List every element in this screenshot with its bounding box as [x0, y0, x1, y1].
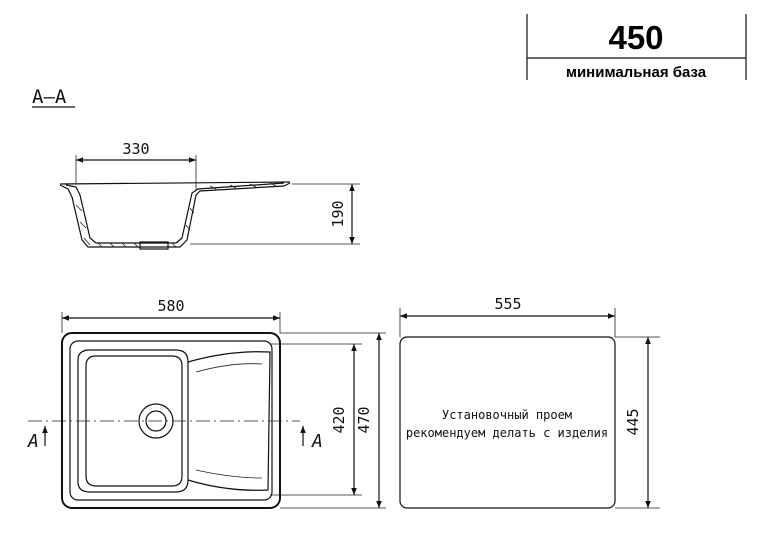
plan-height-label: 470	[355, 406, 373, 433]
plan-width-label: 580	[157, 297, 184, 315]
section-depth-label: 190	[329, 200, 347, 227]
section-title: А–А	[32, 86, 67, 108]
cutout-outline	[399, 336, 616, 509]
section-view: 330 190	[59, 140, 360, 250]
cutout-view: 555 445 Установочный проем рекомендуем д…	[399, 295, 660, 509]
cutout-note-line2: рекомендуем делать с изделия	[406, 426, 608, 440]
bowl-height-label: 420	[330, 406, 348, 433]
min-base-badge: 450 минимальная база	[526, 14, 747, 81]
plan-view: 580 420 470 А А	[27, 297, 386, 509]
section-width-label: 330	[122, 140, 149, 158]
min-base-caption: минимальная база	[566, 64, 707, 81]
cut-right-label: А	[311, 431, 323, 452]
min-base-value: 450	[608, 19, 663, 56]
cut-left-label: А	[27, 431, 39, 452]
cutout-note-line1: Установочный проем	[442, 408, 572, 422]
cutout-width-label: 555	[494, 295, 521, 313]
cutout-height-label: 445	[624, 408, 642, 435]
